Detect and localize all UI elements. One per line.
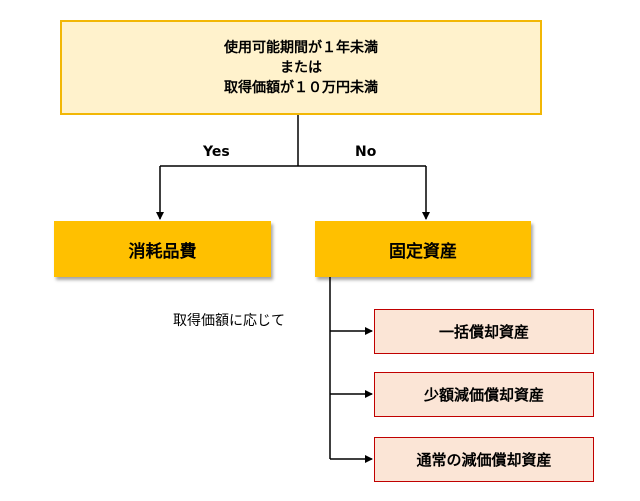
condition-line-1: 使用可能期間が１年未満	[224, 39, 378, 56]
small-amount-depreciable-asset-box: 少額減価償却資産	[374, 372, 594, 417]
condition-box: 使用可能期間が１年未満 または 取得価額が１０万円未満	[60, 20, 542, 115]
condition-line-2: または	[280, 59, 322, 76]
consumables-box: 消耗品費	[54, 221, 271, 277]
fixed-assets-label: 固定資産	[389, 241, 457, 262]
normal-depreciable-asset-box: 通常の減価償却資産	[374, 437, 594, 482]
by-acquisition-cost-label: 取得価額に応じて	[173, 313, 285, 329]
lump-sum-depreciable-asset-box: 一括償却資産	[374, 309, 594, 354]
yes-label: Yes	[203, 144, 230, 160]
small-amount-label: 少額減価償却資産	[423, 386, 544, 404]
fixed-assets-box: 固定資産	[315, 221, 531, 277]
condition-line-3: 取得価額が１０万円未満	[224, 79, 378, 96]
consumables-label: 消耗品費	[128, 241, 197, 262]
lump-sum-label: 一括償却資産	[438, 323, 529, 341]
no-label: No	[355, 144, 377, 160]
normal-label: 通常の減価償却資産	[416, 451, 552, 469]
